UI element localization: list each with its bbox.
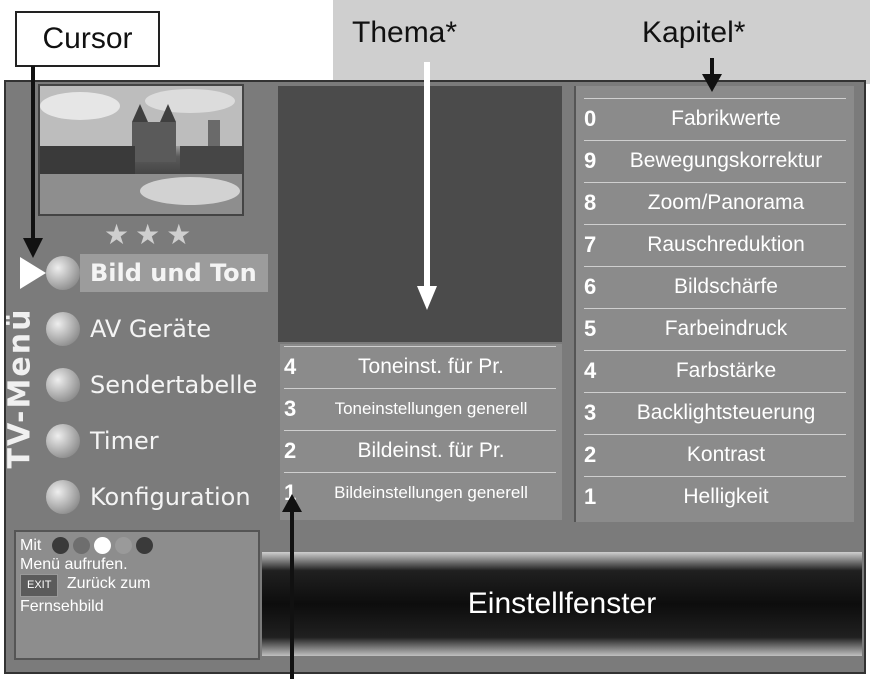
chapter-item-number: 9: [584, 148, 597, 173]
sidebar-item-label: Timer: [90, 427, 159, 455]
settings-window-label: Einstellfenster: [467, 587, 657, 620]
exit-key-badge: EXIT: [20, 574, 59, 597]
menu-ball-icon: [46, 368, 80, 402]
sidebar-item-label: AV Geräte: [90, 315, 212, 343]
theme-arrow-line: [424, 62, 430, 288]
chapter-item-label: Bewegungskorrektur: [629, 149, 823, 172]
chapter-item-number: 3: [584, 400, 597, 425]
sidebar-item-sendertabelle[interactable]: Sendertabelle: [46, 363, 257, 407]
sidebar-item-av-geraete[interactable]: AV Geräte: [46, 307, 211, 351]
chapter-item-label: Bildschärfe: [674, 275, 778, 298]
sidebar-item-bild-und-ton[interactable]: Bild und Ton: [46, 251, 257, 295]
settings-window: Einstellfenster: [262, 552, 862, 656]
theme-item-4[interactable]: 4 Toneinst. für Pr.: [284, 346, 556, 387]
help-line-1: Mit: [20, 536, 254, 555]
chapter-item-number: 0: [584, 106, 597, 131]
chapter-item-number: 6: [584, 274, 597, 299]
color-dot-5: [135, 537, 153, 555]
theme-item-number: 2: [284, 438, 297, 463]
bottom-arrow-head: [282, 494, 302, 512]
rating-stars: ★★★: [104, 218, 198, 251]
chapter-item-number: 4: [584, 358, 597, 383]
cursor-arrow-line: [31, 66, 35, 242]
color-dot-4: [114, 537, 132, 555]
theme-item-number: 3: [284, 396, 297, 421]
chapter-item-number: 8: [584, 190, 597, 215]
chapter-item-label: Rauschreduktion: [647, 233, 805, 256]
menu-ball-icon: [46, 424, 80, 458]
theme-item-label: Bildeinst. für Pr.: [357, 439, 505, 462]
chapter-annotation-label: Kapitel*: [642, 16, 746, 49]
sidebar-item-label: Sendertabelle: [90, 371, 258, 399]
chapter-item-number: 5: [584, 316, 597, 341]
chapter-item-7[interactable]: 7 Rauschreduktion: [584, 224, 846, 265]
sidebar-item-konfiguration[interactable]: Konfiguration: [46, 475, 251, 519]
theme-item-label: Toneinst. für Pr.: [358, 355, 504, 378]
theme-item-2[interactable]: 2 Bildeinst. für Pr.: [284, 430, 556, 471]
chapter-item-3[interactable]: 3 Backlightsteuerung: [584, 392, 846, 433]
chapter-item-label: Farbeindruck: [664, 317, 788, 340]
help-line-2: Menü aufrufen.: [20, 556, 128, 573]
theme-item-number: 4: [284, 354, 297, 379]
chapter-item-8[interactable]: 8 Zoom/Panorama: [584, 182, 846, 223]
annotation-background: [333, 0, 870, 84]
chapter-arrow-head: [702, 74, 722, 92]
help-back-text: Zurück zum: [66, 575, 151, 592]
menu-ball-icon: [46, 312, 80, 346]
help-box: Mit Menü aufrufen. EXIT Zurück zum Ferns…: [14, 530, 260, 660]
sidebar-item-label: Bild und Ton: [90, 259, 257, 287]
tv-menu-title-text: TV-Menü: [2, 307, 38, 469]
color-dot-1: [51, 537, 69, 555]
theme-annotation-label: Thema*: [352, 16, 458, 49]
chapter-arrow-line: [710, 58, 714, 78]
sidebar-item-label: Konfiguration: [90, 483, 251, 511]
menu-preview-image: [38, 84, 244, 216]
theme-item-label: Bildeinstellungen generell: [334, 483, 528, 502]
chapter-item-4[interactable]: 4 Farbstärke: [584, 350, 846, 391]
chapter-item-9[interactable]: 9 Bewegungskorrektur: [584, 140, 846, 181]
chapter-list: 0 Fabrikwerte 9 Bewegungskorrektur 8 Zoo…: [574, 86, 854, 522]
chapter-item-number: 1: [584, 484, 597, 509]
color-dot-3: [93, 537, 111, 555]
menu-ball-icon: [46, 256, 80, 290]
color-buttons-row: [51, 537, 153, 555]
theme-arrow-head: [417, 286, 437, 310]
chapter-item-label: Zoom/Panorama: [647, 191, 805, 214]
chapter-item-number: 2: [584, 442, 597, 467]
theme-list: 4 Toneinst. für Pr. 3 Toneinstellungen g…: [280, 344, 562, 520]
cursor-annotation-box: Cursor: [15, 11, 160, 67]
chapter-item-5[interactable]: 5 Farbeindruck: [584, 308, 846, 349]
cursor-pointer-icon: [20, 257, 46, 289]
city-gate-illustration: [40, 86, 242, 214]
chapter-item-6[interactable]: 6 Bildschärfe: [584, 266, 846, 307]
chapter-item-label: Kontrast: [686, 443, 766, 466]
bottom-arrow-line: [290, 505, 294, 679]
chapter-item-number: 7: [584, 232, 597, 257]
chapter-item-label: Farbstärke: [675, 359, 777, 382]
cursor-annotation-label: Cursor: [42, 22, 133, 55]
chapter-item-2[interactable]: 2 Kontrast: [584, 434, 846, 475]
chapter-item-0[interactable]: 0 Fabrikwerte: [584, 98, 846, 139]
theme-item-label: Toneinstellungen generell: [334, 399, 528, 418]
theme-item-1[interactable]: 1 Bildeinstellungen generell: [284, 472, 556, 513]
chapter-item-1[interactable]: 1 Helligkeit: [584, 476, 846, 517]
chapter-item-label: Helligkeit: [683, 485, 769, 508]
chapter-item-label: Fabrikwerte: [671, 107, 781, 130]
selected-item-highlight: [80, 254, 268, 292]
help-line-4: Fernsehbild: [20, 598, 104, 615]
menu-ball-icon: [46, 480, 80, 514]
tv-menu-vertical-title: TV-Menü: [0, 268, 40, 508]
theme-item-3[interactable]: 3 Toneinstellungen generell: [284, 388, 556, 429]
help-line-3: EXIT Zurück zum: [20, 574, 254, 597]
color-dot-2: [72, 537, 90, 555]
cursor-arrow-head: [23, 238, 43, 258]
sidebar-item-timer[interactable]: Timer: [46, 419, 159, 463]
help-mit-text: Mit: [20, 537, 42, 554]
chapter-item-label: Backlightsteuerung: [636, 401, 816, 424]
